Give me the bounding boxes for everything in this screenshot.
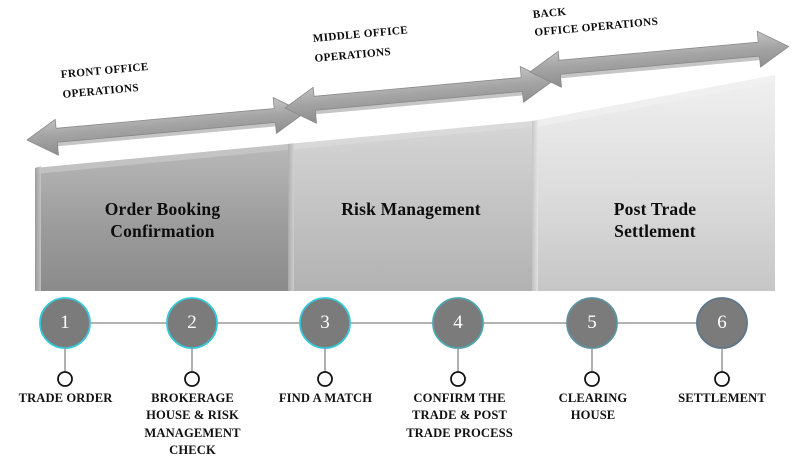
phase-arrow-back-office[interactable] <box>528 29 790 90</box>
step-marker-6 <box>714 348 730 387</box>
step-marker-2 <box>184 348 200 387</box>
phase-band-group <box>35 75 775 291</box>
step-marker-3 <box>317 348 333 387</box>
step-circle-4[interactable] <box>432 297 484 349</box>
step-marker-group <box>57 348 730 387</box>
step-marker-4 <box>450 348 466 387</box>
phase-arrow-middle-office[interactable] <box>283 64 553 126</box>
phase-band-risk-management[interactable] <box>288 121 532 291</box>
phase-band-post-trade-settlement[interactable] <box>532 75 775 291</box>
step-circle-5[interactable] <box>566 297 618 349</box>
step-marker-1 <box>57 348 73 387</box>
step-circle-6[interactable] <box>696 297 748 349</box>
step-circle-3[interactable] <box>299 297 351 349</box>
phase-band-order-booking-confirmation[interactable] <box>35 144 288 291</box>
step-marker-5 <box>584 348 600 387</box>
step-circle-2[interactable] <box>166 297 218 349</box>
step-circle-1[interactable] <box>39 297 91 349</box>
